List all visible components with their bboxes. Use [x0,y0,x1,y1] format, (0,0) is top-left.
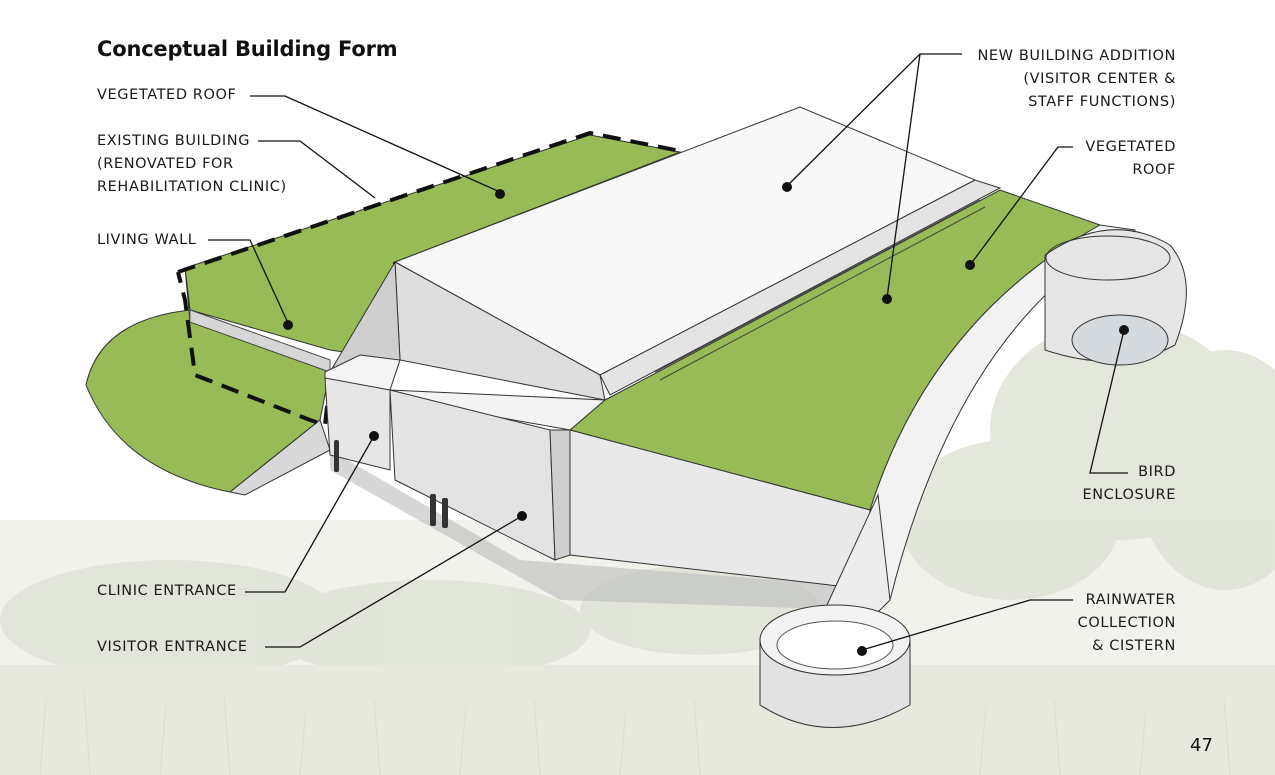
label-line: ROOF [1132,162,1176,178]
leader-clinic-entrance [245,435,375,593]
label-line: & CISTERN [1092,638,1176,654]
label-text: VISITOR ENTRANCE [97,639,248,655]
label-vegetated-roof-left: VEGETATED ROOF [97,84,236,107]
bird-enclosure-base [1071,314,1169,366]
marker-clinic-entrance [369,431,379,441]
label-existing-building: EXISTING BUILDING (RENOVATED FOR REHABIL… [97,130,287,199]
leader-living-wall [208,239,289,324]
leader-addition-1 [786,53,962,187]
existing-building-dashed-outline [176,130,686,428]
label-line: NEW BUILDING ADDITION [977,48,1176,64]
cistern-opening [776,620,894,670]
leader-existing-building [258,140,376,199]
label-visitor-entrance: VISITOR ENTRANCE [97,636,248,659]
label-clinic-entrance: CLINIC ENTRANCE [97,580,237,603]
leader-addition-2 [886,53,921,299]
label-text: CLINIC ENTRANCE [97,583,237,599]
label-line: BIRD [1138,464,1176,480]
clerestory-strip [599,179,1002,396]
label-text: LIVING WALL [97,232,197,248]
page-title: Conceptual Building Form [97,37,398,61]
label-line: (RENOVATED FOR [97,156,234,172]
marker-living-wall [283,320,293,330]
leader-vegetated-roof-right [969,146,1073,266]
marker-vegetated-roof-left [495,189,505,199]
label-line: COLLECTION [1077,615,1176,631]
label-line: (VISITOR CENTER & [1023,71,1176,87]
label-vegetated-roof-right: VEGETATED ROOF [1085,136,1176,182]
bird-enclosure-rim [1045,235,1171,281]
marker-rainwater [857,646,867,656]
visitor-entrance-edge [549,429,571,561]
meadow-grass [0,665,1275,775]
label-line: EXISTING BUILDING [97,133,251,149]
clinic-entrance-block [324,377,391,471]
label-line: REHABILITATION CLINIC) [97,179,287,195]
leader-bird-enclosure [1089,329,1128,474]
label-line: RAINWATER [1085,592,1176,608]
page-number: 47 [1190,735,1213,756]
leader-rainwater [861,599,1073,651]
label-rainwater: RAINWATER COLLECTION & CISTERN [1078,589,1176,658]
label-living-wall: LIVING WALL [97,229,196,252]
marker-addition-clerestory [882,294,892,304]
people-figures [334,440,448,528]
leader-visitor-entrance [265,515,523,648]
ground-shadow [330,450,860,610]
label-line: VEGETATED [1085,139,1176,155]
clerestory-windows [654,199,986,381]
label-bird-enclosure: BIRD ENCLOSURE [1082,461,1176,507]
marker-addition-roof [782,182,792,192]
grass-strokes [39,689,1231,775]
label-text: VEGETATED ROOF [97,87,237,103]
background-trees [0,320,1275,680]
label-line: STAFF FUNCTIONS) [1028,94,1176,110]
marker-visitor-entrance [517,511,527,521]
leader-vegetated-roof-left [250,95,501,193]
marker-bird-enclosure [1119,325,1129,335]
label-new-building-addition: NEW BUILDING ADDITION (VISITOR CENTER & … [977,45,1176,114]
marker-vegetated-roof-right [965,260,975,270]
label-line: ENCLOSURE [1082,487,1176,503]
